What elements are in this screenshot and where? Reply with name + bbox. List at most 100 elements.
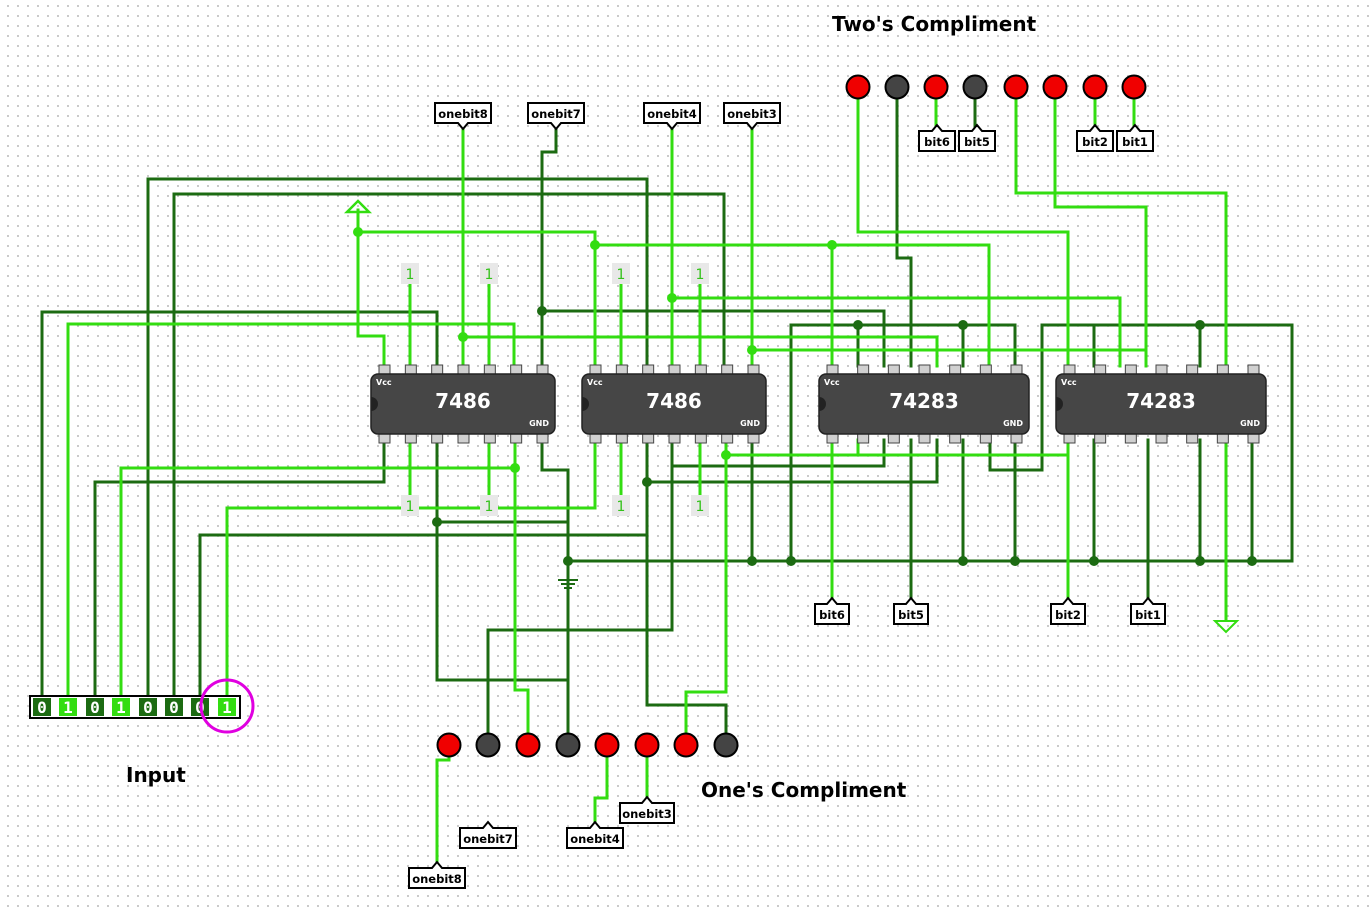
input-bit-7[interactable]: 1: [59, 698, 77, 717]
tag-ones-onebit8[interactable]: onebit8: [408, 860, 466, 889]
tag-ones-onebit4[interactable]: onebit4: [566, 820, 624, 849]
constant-one[interactable]: 1: [401, 495, 419, 516]
tag-ones-onebit3[interactable]: onebit3: [619, 795, 675, 824]
constant-value: 1: [696, 499, 705, 515]
constant-one[interactable]: 1: [480, 263, 498, 284]
input-bit-value: 1: [222, 698, 232, 717]
input-bit-3[interactable]: 0: [165, 698, 183, 717]
constant-one[interactable]: 1: [480, 495, 498, 516]
chip-notch: [1056, 397, 1063, 411]
chip-vcc-label: Vcc: [587, 378, 603, 387]
tag-shape: [1130, 596, 1166, 625]
constant-value: 1: [485, 267, 494, 283]
tag-label: onebit7: [463, 832, 513, 846]
input-bit-4[interactable]: 0: [139, 698, 157, 717]
twos-led-1: [1121, 74, 1147, 100]
input-bit-cell: [165, 698, 183, 716]
constant-box: [480, 263, 498, 284]
tag-twos-bit[interactable]: bit2: [1076, 123, 1114, 152]
tag-label: bit1: [1122, 135, 1148, 149]
constant-one[interactable]: 1: [612, 495, 630, 516]
tag-top-onebit[interactable]: onebit3: [723, 102, 781, 131]
tag-label: bit1: [1135, 608, 1161, 622]
ones-led-3: [634, 732, 660, 758]
constant-one[interactable]: 1: [401, 263, 419, 284]
ones-led-6: [515, 732, 541, 758]
tag-chip-bit[interactable]: bit5: [893, 596, 929, 625]
selection-highlight: [199, 678, 255, 734]
tag-shape: [408, 860, 466, 889]
constant-box: [401, 495, 419, 516]
input-bit-8[interactable]: 0: [33, 698, 51, 717]
tag-shape: [958, 123, 996, 152]
ones-led-1: [713, 732, 739, 758]
input-bit-value: 0: [90, 698, 100, 717]
constant-one[interactable]: 1: [612, 263, 630, 284]
input-bit-1[interactable]: 1: [218, 698, 236, 717]
chip-gnd-label: GND: [1003, 419, 1023, 428]
tag-chip-bit[interactable]: bit2: [1050, 596, 1086, 625]
twos-led-8: [845, 74, 871, 100]
tag-label: bit6: [819, 608, 845, 622]
tag-label: onebit4: [570, 832, 620, 846]
constant-value: 1: [406, 499, 415, 515]
tag-shape: [459, 820, 517, 849]
tag-twos-bit[interactable]: bit5: [958, 123, 996, 152]
wire-junctions: [353, 227, 1257, 566]
tag-top-onebit[interactable]: onebit4: [643, 102, 701, 131]
tag-label: onebit4: [647, 107, 697, 121]
ones-led-8: [436, 732, 462, 758]
input-bit-cell: [139, 698, 157, 716]
ones-led-5: [555, 732, 581, 758]
tag-shape: [893, 596, 929, 625]
tag-label: bit5: [964, 135, 990, 149]
chip-gnd-label: GND: [529, 419, 549, 428]
tag-label: bit2: [1082, 135, 1108, 149]
ones-led-2: [673, 732, 699, 758]
tag-label: onebit8: [412, 872, 462, 886]
tag-top-onebit[interactable]: onebit8: [434, 102, 492, 131]
constant-value: 1: [406, 267, 415, 283]
twos-led-3: [1042, 74, 1068, 100]
tag-chip-bit[interactable]: bit6: [814, 596, 850, 625]
output-arrow-symbol[interactable]: [1212, 620, 1240, 634]
tag-ones-onebit7[interactable]: onebit7: [459, 820, 517, 849]
twos-led-5: [962, 74, 988, 100]
chip-vcc-label: Vcc: [824, 378, 840, 387]
tag-shape: [814, 596, 850, 625]
chip-notch: [371, 397, 378, 411]
tag-top-onebit[interactable]: onebit7: [527, 102, 585, 131]
input-bit-5[interactable]: 1: [112, 698, 130, 717]
vcc-symbol[interactable]: [343, 199, 373, 214]
dip-frame: [29, 695, 241, 719]
chip-label: 74283: [1126, 389, 1196, 413]
ground-symbol[interactable]: [558, 579, 578, 589]
ones-led-7: [475, 732, 501, 758]
chip-vcc-label: Vcc: [376, 378, 392, 387]
twos-heading: Two's Compliment: [832, 12, 1037, 36]
tag-label: onebit7: [531, 107, 581, 121]
tag-shape: [1076, 123, 1114, 152]
tag-twos-bit[interactable]: bit6: [918, 123, 956, 152]
tag-shape: [566, 820, 624, 849]
tag-twos-bit[interactable]: bit1: [1116, 123, 1154, 152]
constant-box: [691, 263, 709, 284]
constant-box: [691, 495, 709, 516]
constant-one[interactable]: 1: [691, 263, 709, 284]
constant-one[interactable]: 1: [691, 495, 709, 516]
input-bit-6[interactable]: 0: [86, 698, 104, 717]
constant-box: [480, 495, 498, 516]
chip-label: 74283: [889, 389, 959, 413]
tag-shape: [527, 102, 585, 131]
tag-chip-bit[interactable]: bit1: [1130, 596, 1166, 625]
chip-notch: [819, 397, 826, 411]
chip-vcc-label: Vcc: [1061, 378, 1077, 387]
chip-gnd-label: GND: [1240, 419, 1260, 428]
tag-label: bit5: [898, 608, 924, 622]
